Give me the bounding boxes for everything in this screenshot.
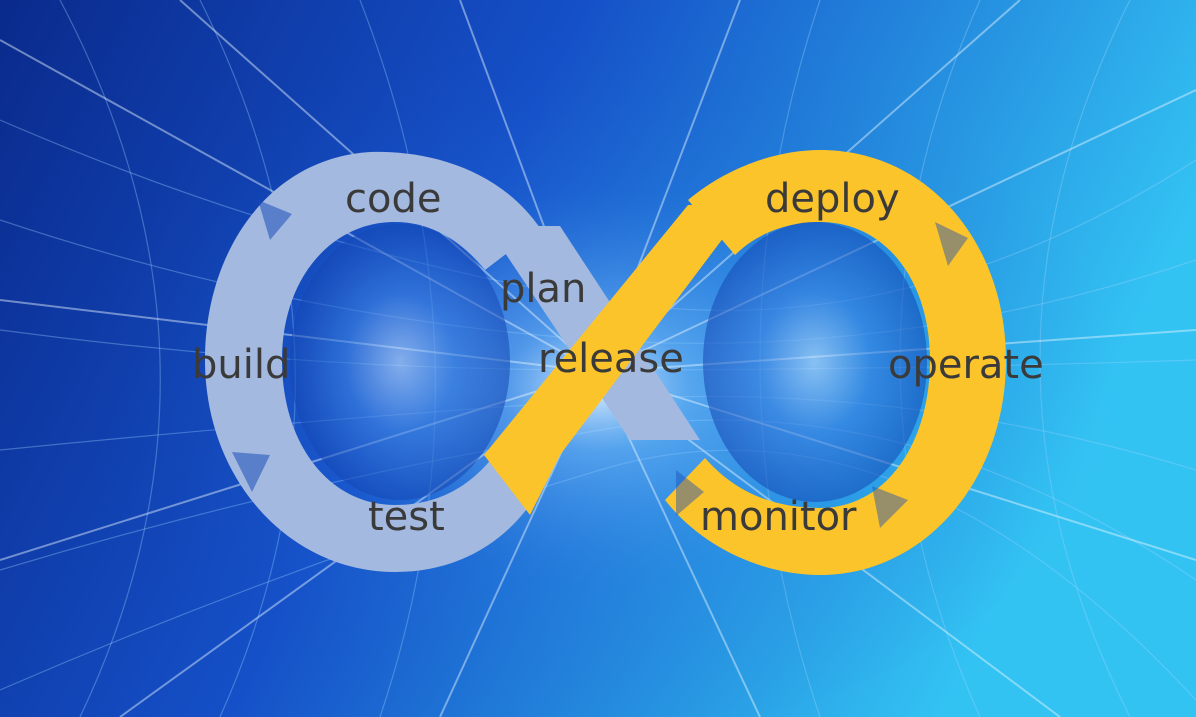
label-plan: plan — [500, 266, 586, 312]
label-test: test — [368, 494, 445, 540]
label-monitor: monitor — [700, 494, 857, 540]
ops-loop-notches — [676, 222, 968, 528]
right-hole — [703, 222, 927, 502]
label-build: build — [192, 342, 290, 388]
label-deploy: deploy — [765, 176, 900, 222]
dev-loop — [205, 151, 545, 572]
label-operate: operate — [888, 342, 1044, 388]
dev-loop-ring — [205, 151, 545, 572]
ops-loop — [665, 150, 1006, 575]
release-band — [484, 205, 748, 515]
left-hole — [290, 224, 510, 500]
label-code: code — [345, 176, 441, 222]
ops-loop-ring — [665, 150, 1006, 575]
label-release: release — [538, 336, 684, 382]
